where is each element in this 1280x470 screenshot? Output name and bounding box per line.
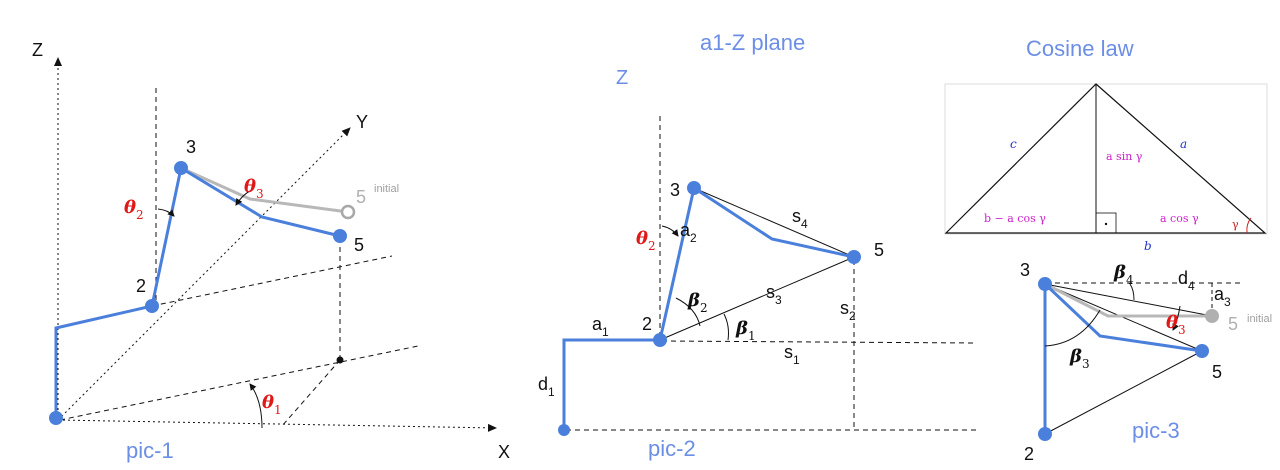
pic2-joint-3-label: 3 [670, 180, 680, 200]
pic1-x-axis [57, 419, 497, 432]
cosine-gamma-label: γ [1232, 218, 1239, 231]
pic1-theta2-arc [157, 208, 175, 217]
pic1-joint-3-dot [174, 161, 188, 175]
pic3-beta3-label: β3 [1069, 346, 1090, 371]
pic3-beta4-label: β4 [1113, 262, 1134, 287]
pic3-beta3-arc [1044, 309, 1101, 347]
pic2-d1-label: d1 [538, 374, 555, 399]
pic1-theta2-label: θ2 [124, 197, 144, 222]
cosine-title: Cosine law [1026, 36, 1134, 61]
pic3-initial-arm [1044, 282, 1212, 318]
pic3-joint-5-dot [1195, 344, 1209, 358]
pic1-dashed-upper-plane [151, 255, 393, 307]
pic3-line-2-5 [1044, 350, 1203, 435]
pic3-joint-3-dot [1038, 277, 1052, 291]
pic3-initial-number: 5 [1228, 314, 1238, 334]
pic1-joint-5-dot [333, 229, 347, 243]
cosine-right-angle-box [1095, 212, 1117, 234]
pic2-beta1-label: β1 [735, 318, 756, 343]
pic2-line-s4 [693, 187, 855, 258]
pic2-line-s3 [659, 256, 855, 341]
pic1-theta3-label: θ3 [244, 176, 264, 201]
pic1-initial-number: 5 [356, 187, 366, 207]
pic2-arm [562, 185, 855, 430]
pic2-a2-label: a2 [680, 220, 697, 245]
pic2-dashed-horizontal-2 [661, 340, 976, 344]
pic1-joint-5-label: 5 [354, 235, 364, 255]
pic1-joint-3-label: 3 [186, 137, 196, 157]
pic1-initial-word: initial [374, 183, 399, 195]
pic2-joint-base [558, 424, 570, 436]
pic3-theta3-arc [1172, 305, 1181, 331]
pic1-joint-2-dot [145, 299, 159, 313]
pic2-title: a1-Z plane [700, 30, 805, 55]
pic1-theta1-label: θ1 [262, 392, 282, 417]
pic2-s4-label: s4 [792, 206, 808, 231]
pic3-joint-2-label: 2 [1024, 444, 1034, 464]
pic1-axis-y-label: Y [356, 112, 368, 132]
pic3-arm [1043, 280, 1203, 434]
cosine-side-a: a [1180, 137, 1187, 151]
cosine-expr-height: a sin γ [1106, 150, 1143, 163]
pic3-joint-5-label: 5 [1212, 362, 1222, 382]
pic3-beta4-arc [1129, 283, 1135, 301]
pic1-initial-endpoint [340, 204, 356, 220]
pic3-d4-label: d4 [1178, 268, 1195, 293]
pic2-joint-3-dot [687, 181, 701, 195]
pic2-s2-label: s2 [840, 298, 856, 323]
pic2-joint-5-label: 5 [874, 240, 884, 260]
cosine-side-b: b [1144, 239, 1152, 253]
pic1-joint-base [49, 411, 63, 425]
pic2-beta2-arc [675, 297, 701, 327]
pic3-caption: pic-3 [1132, 418, 1180, 443]
pic2-s3-label: s3 [766, 282, 782, 307]
pic1-dashed-ground-projection [59, 345, 419, 421]
pic1-y-axis [57, 127, 351, 421]
pic3-initial-word: initial [1247, 313, 1272, 325]
pic1-projection-point [336, 356, 344, 364]
pic3-a3-label: a3 [1214, 284, 1231, 309]
cosine-expr-right: a cos γ [1160, 212, 1199, 225]
pic2-caption: pic-2 [648, 436, 696, 461]
pic3-joint-3-label: 3 [1020, 260, 1030, 280]
pic1-theta1-arc [249, 383, 263, 429]
cosine-gamma-arc [1246, 217, 1252, 234]
pic1-axis-x-label: X [498, 442, 510, 462]
cosine-law-panel: Cosine law c a b a sin γ b − a cos γ a c… [944, 36, 1268, 253]
cosine-right-angle-dot [1104, 222, 1108, 226]
pic1-arm [54, 165, 341, 418]
pic2-theta2-label: θ2 [636, 228, 656, 253]
cosine-frame [944, 83, 1268, 235]
pic1-dashed-foot [281, 359, 341, 427]
pic2-joint-5-dot [847, 250, 861, 264]
pic2-beta2-label: β2 [687, 290, 708, 315]
pic2-a1-label: a1 [592, 314, 609, 339]
pic1-caption: pic-1 [126, 438, 174, 463]
pic1-axis-z-label: Z [32, 40, 43, 60]
pic1-joint-2-label: 2 [136, 276, 146, 296]
pic2-beta1-arc [723, 313, 729, 341]
cosine-side-c: c [1010, 137, 1017, 151]
pic2-s1-label: s1 [784, 342, 800, 367]
pic3-panel: 5 initial 3 2 5 β4 d4 a3 θ3 β3 pic-3 [1020, 260, 1272, 464]
pic2-theta2-arc [661, 225, 679, 237]
pic1-theta3-arc [235, 189, 253, 206]
pic1-initial-arm [180, 166, 349, 214]
pic2-axis-z-label: Z [616, 67, 628, 89]
cosine-expr-left: b − a cos γ [984, 212, 1046, 225]
pic1-panel: Z Y X 5 initial 2 3 5 θ2 θ3 θ1 pic-1 [32, 40, 510, 463]
pic3-line-3-initial [1044, 283, 1213, 317]
pic2-joint-2-label: 2 [642, 314, 652, 334]
pic3-theta3-label: θ3 [1166, 312, 1186, 337]
pic2-joint-2-dot [653, 333, 667, 347]
pic3-initial-endpoint [1205, 309, 1219, 323]
pic3-joint-2-dot [1038, 427, 1052, 441]
pic2-panel: a1-Z plane Z 2 3 5 θ2 a2 a1 d1 β2 β1 s4 … [538, 30, 978, 461]
